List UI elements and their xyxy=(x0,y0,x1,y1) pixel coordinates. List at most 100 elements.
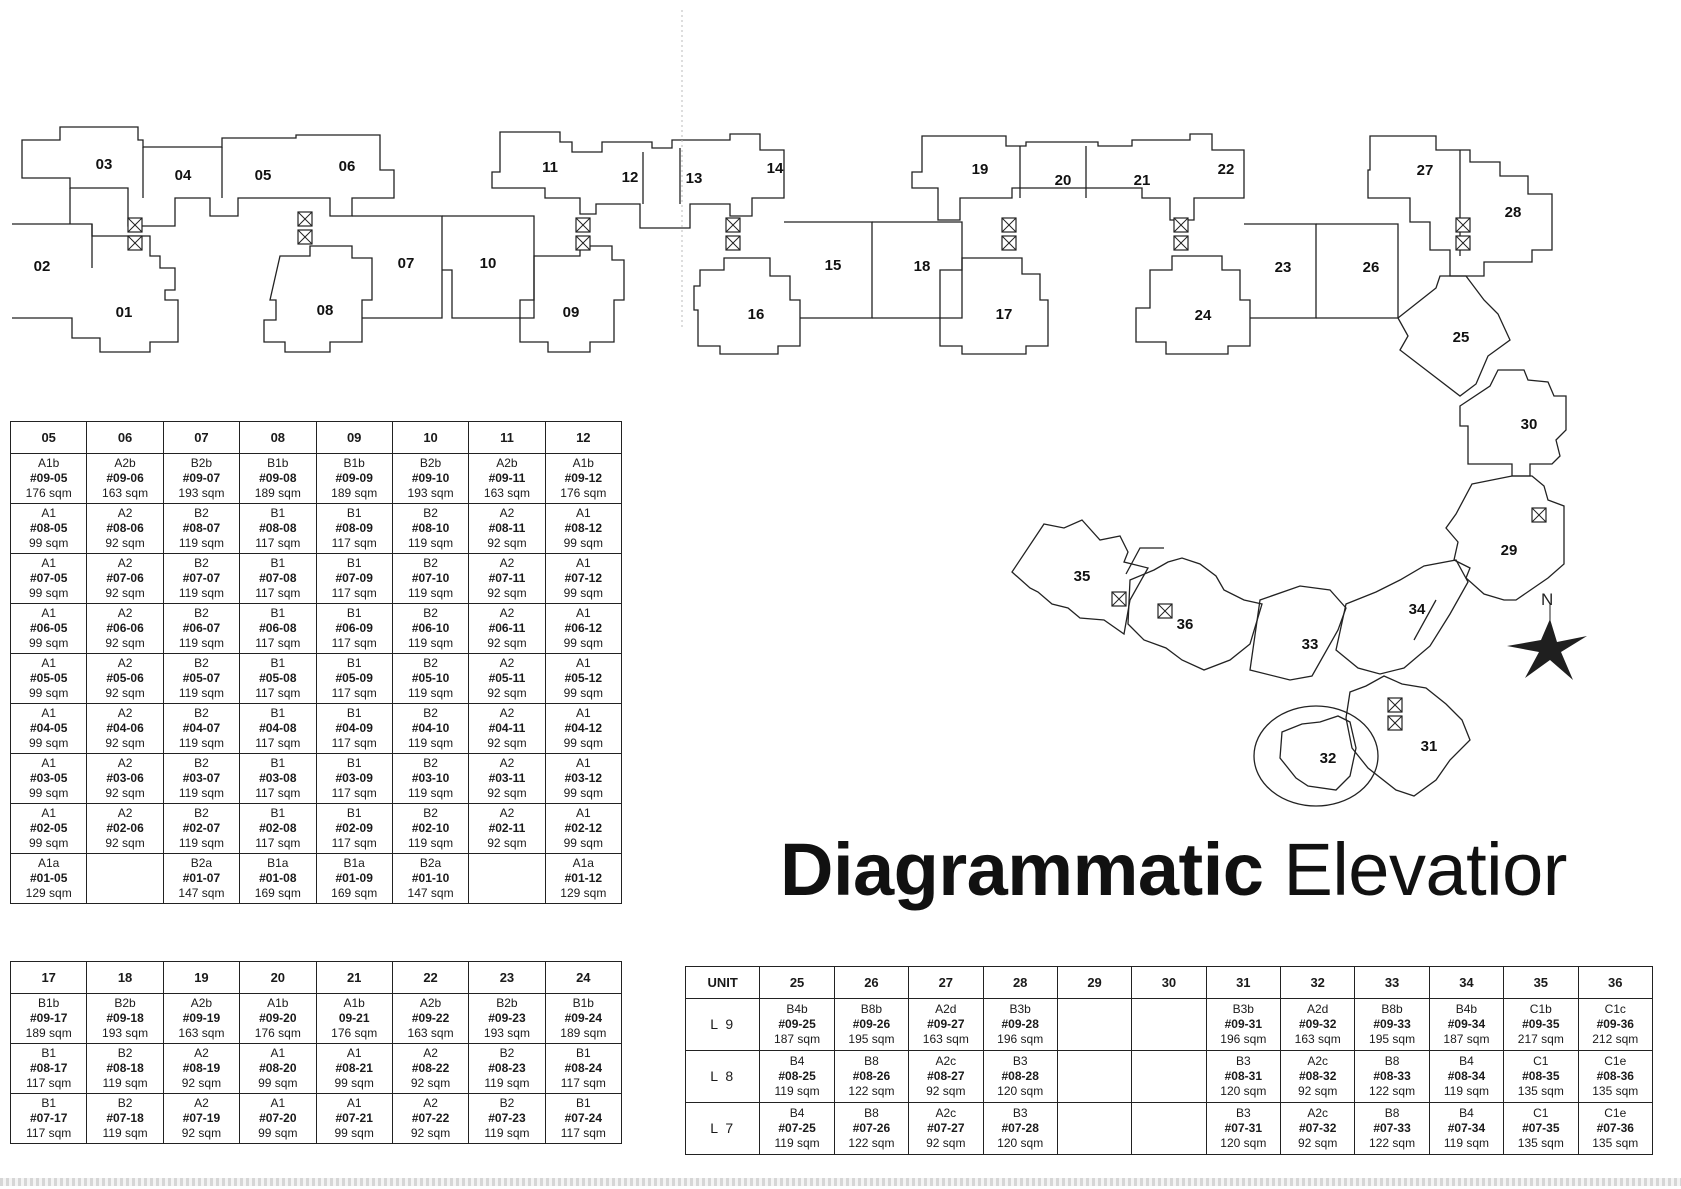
unit-area: 99 sqm xyxy=(563,686,603,700)
unit-area: 117 sqm xyxy=(560,1076,606,1090)
unit-code: #05-07 xyxy=(182,671,221,685)
unit-area: 119 sqm xyxy=(178,786,224,800)
unit-code: #07-05 xyxy=(30,571,68,585)
unit-type: B2b xyxy=(114,996,136,1010)
unit-code: #06-08 xyxy=(259,621,297,635)
unit-type: B1 xyxy=(270,806,286,820)
unit-type: B8 xyxy=(1384,1054,1400,1068)
block-1 xyxy=(12,126,443,353)
unit-label: 20 xyxy=(1055,172,1072,189)
unit-type: B2 xyxy=(423,806,438,820)
scan-edge xyxy=(0,1178,1681,1186)
unit-code: #01-07 xyxy=(182,871,221,885)
unit-type: B2 xyxy=(499,1096,515,1110)
unit-code: #09-24 xyxy=(564,1011,602,1025)
unit-type: A2 xyxy=(194,1046,209,1060)
unit-code: #08-35 xyxy=(1522,1069,1560,1083)
unit-area: 176 sqm xyxy=(560,486,607,500)
unit-type: C1e xyxy=(1604,1106,1627,1120)
unit-area: 92 sqm xyxy=(410,1076,451,1090)
unit-label: 03 xyxy=(96,156,113,173)
unit-code: #07-31 xyxy=(1224,1121,1262,1135)
unit-type: B8 xyxy=(864,1106,879,1120)
unit-code: #07-35 xyxy=(1522,1121,1560,1135)
unit-area: 92 sqm xyxy=(487,686,527,700)
unit-type: A2 xyxy=(499,556,515,570)
unit-area: 119 sqm xyxy=(1443,1136,1489,1150)
unit-area: 120 sqm xyxy=(997,1084,1044,1098)
unit-code: #09-26 xyxy=(852,1017,891,1031)
unit-label: 13 xyxy=(686,170,703,187)
unit-code: #07-21 xyxy=(335,1111,373,1125)
north-arrow-icon xyxy=(1507,604,1587,680)
unit-cell xyxy=(86,853,164,904)
unit-code: #08-09 xyxy=(335,521,373,535)
unit-type: B1 xyxy=(346,756,362,770)
unit-type: A2c xyxy=(1307,1106,1329,1120)
column-header: 12 xyxy=(544,421,623,454)
unit-type: A2b xyxy=(114,456,136,470)
unit-type: A2d xyxy=(1307,1002,1329,1016)
unit-label: 36 xyxy=(1177,616,1194,633)
unit-area: 135 sqm xyxy=(1592,1084,1639,1098)
unit-type: B2 xyxy=(194,806,209,820)
unit-type: B2 xyxy=(194,656,209,670)
unit-code: #09-35 xyxy=(1522,1017,1560,1031)
unit-type: A2c xyxy=(1307,1054,1329,1068)
unit-area: 92 sqm xyxy=(105,786,145,800)
unit-code: #07-07 xyxy=(182,571,221,585)
unit-code: #06-10 xyxy=(411,621,450,635)
unit-code: #02-05 xyxy=(30,821,68,835)
unit-type: A2 xyxy=(117,606,133,620)
unit-code: #07-32 xyxy=(1299,1121,1337,1135)
unit-label: 26 xyxy=(1363,259,1380,276)
unit-code: #08-07 xyxy=(182,521,221,535)
unit-code: #07-09 xyxy=(335,571,373,585)
unit-code: #07-33 xyxy=(1373,1121,1411,1135)
unit-label: 18 xyxy=(914,258,931,275)
unit-type: B3b xyxy=(1232,1002,1254,1016)
unit-type: A1b xyxy=(267,996,289,1010)
unit-code: #08-27 xyxy=(927,1069,965,1083)
unit-area: 99 sqm xyxy=(29,536,69,550)
unit-code: #08-28 xyxy=(1001,1069,1039,1083)
unit-area: 147 sqm xyxy=(407,886,454,900)
unit-type: A1 xyxy=(575,706,591,720)
unit-area: 117 sqm xyxy=(255,586,301,600)
unit-code: #09-19 xyxy=(182,1011,221,1025)
unit-type: A2b xyxy=(190,996,213,1010)
unit-area: 117 sqm xyxy=(331,736,377,750)
unit-label: 21 xyxy=(1134,172,1151,189)
unit-code: #09-09 xyxy=(335,471,373,485)
unit-code: #05-09 xyxy=(335,671,373,685)
unit-area: 117 sqm xyxy=(255,636,301,650)
unit-type: A1 xyxy=(270,1046,286,1060)
unit-type: A2 xyxy=(499,706,515,720)
unit-area: 92 sqm xyxy=(410,1126,451,1140)
unit-code: #07-26 xyxy=(852,1121,891,1135)
unit-area: 117 sqm xyxy=(560,1126,606,1140)
unit-code: #04-12 xyxy=(564,721,602,735)
unit-area: 99 sqm xyxy=(334,1076,374,1090)
unit-area: 92 sqm xyxy=(487,836,527,850)
unit-area: 187 sqm xyxy=(1443,1032,1490,1046)
unit-code: #08-12 xyxy=(564,521,602,535)
